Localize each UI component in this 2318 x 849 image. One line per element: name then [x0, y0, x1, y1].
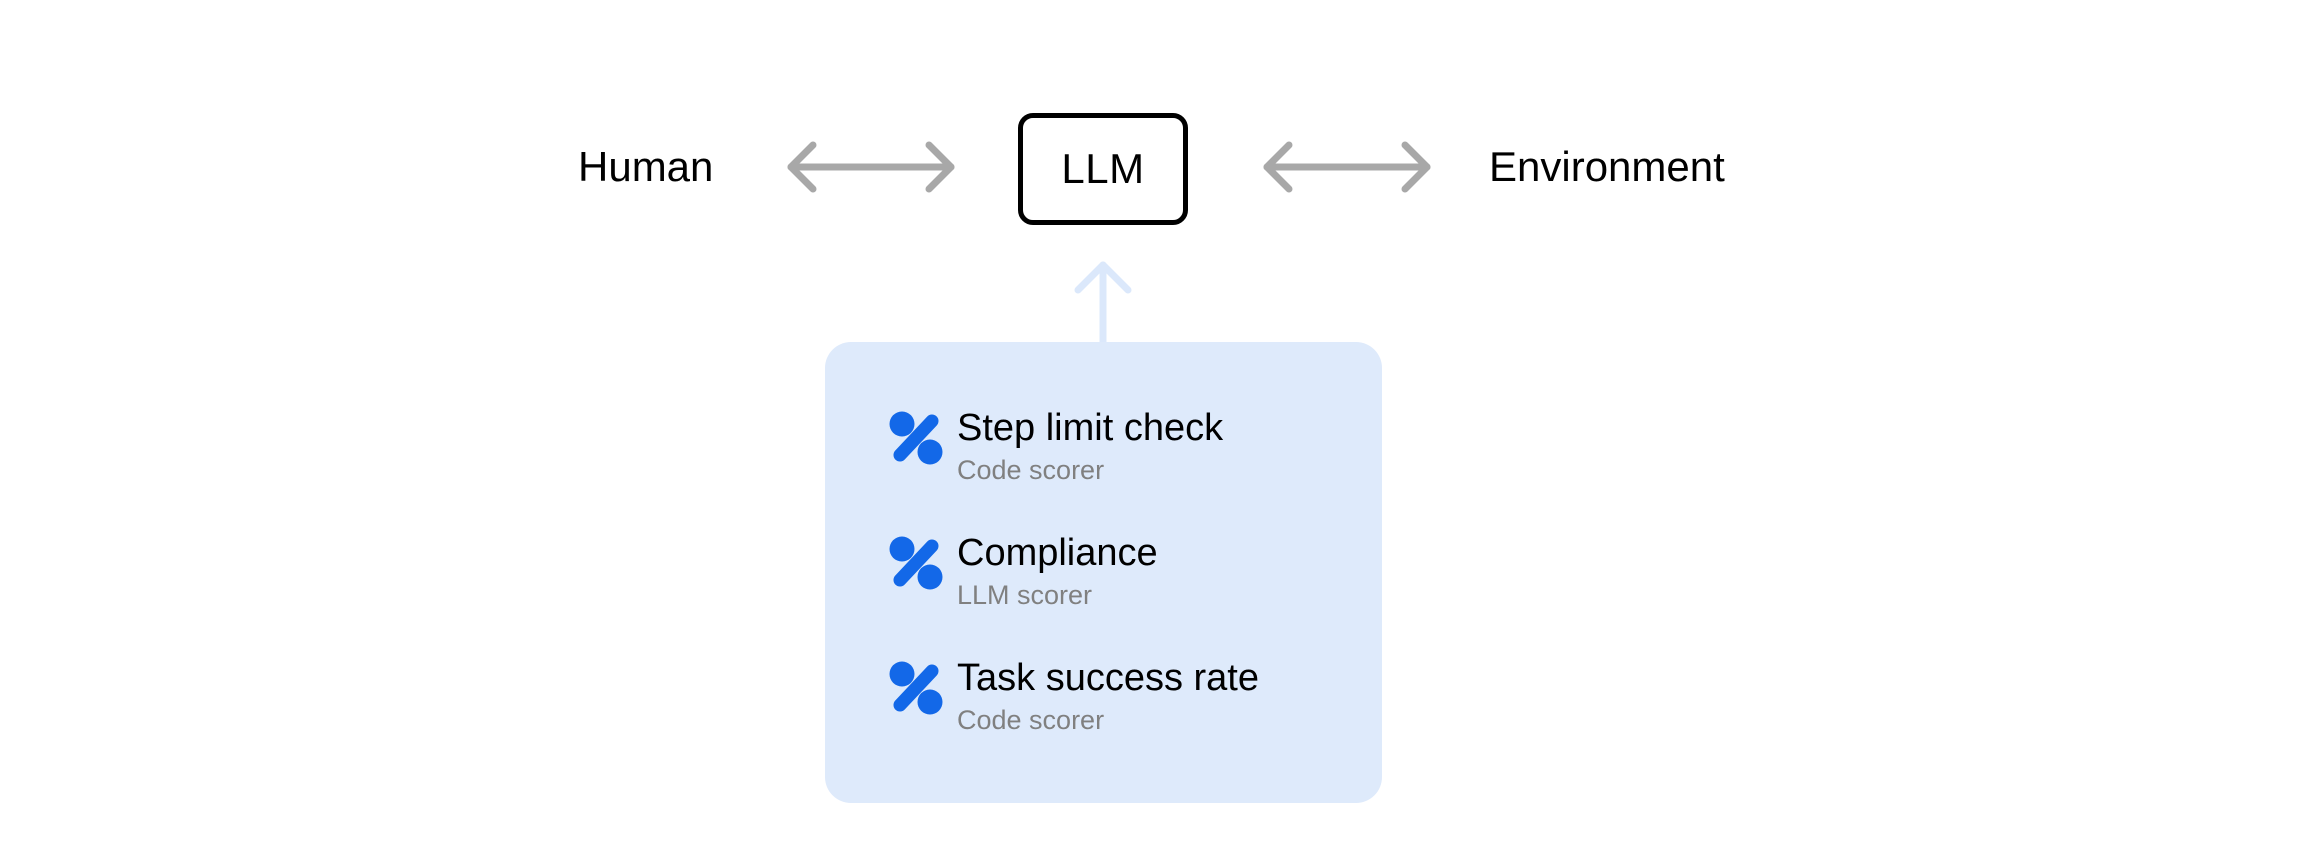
list-item-text: Task success rate Code scorer — [957, 655, 1259, 737]
llm-node: LLM — [1018, 113, 1188, 225]
scorer-subtitle: Code scorer — [957, 455, 1105, 485]
percent-icon — [885, 657, 947, 719]
llm-node-label: LLM — [1061, 145, 1145, 192]
scorer-title: Compliance — [957, 532, 1158, 574]
scorer-panel: Step limit check Code scorer Compliance … — [825, 342, 1382, 803]
environment-actor-label: Environment — [1489, 143, 1725, 190]
double-headed-arrow-icon-llm-environment — [1257, 137, 1437, 197]
list-item-text: Compliance LLM scorer — [957, 530, 1158, 612]
scorer-subtitle: Code scorer — [957, 705, 1105, 735]
scorer-title: Task success rate — [957, 657, 1259, 699]
list-item[interactable]: Compliance LLM scorer — [885, 530, 1382, 655]
list-item[interactable]: Task success rate Code scorer — [885, 655, 1382, 780]
list-item-text: Step limit check Code scorer — [957, 405, 1223, 487]
human-actor-label: Human — [578, 143, 714, 190]
scorer-title: Step limit check — [957, 407, 1224, 449]
percent-icon — [885, 532, 947, 594]
scorer-subtitle: LLM scorer — [957, 580, 1093, 610]
percent-icon — [885, 407, 947, 469]
double-headed-arrow-icon-human-llm — [781, 137, 961, 197]
list-item[interactable]: Step limit check Code scorer — [885, 405, 1382, 530]
